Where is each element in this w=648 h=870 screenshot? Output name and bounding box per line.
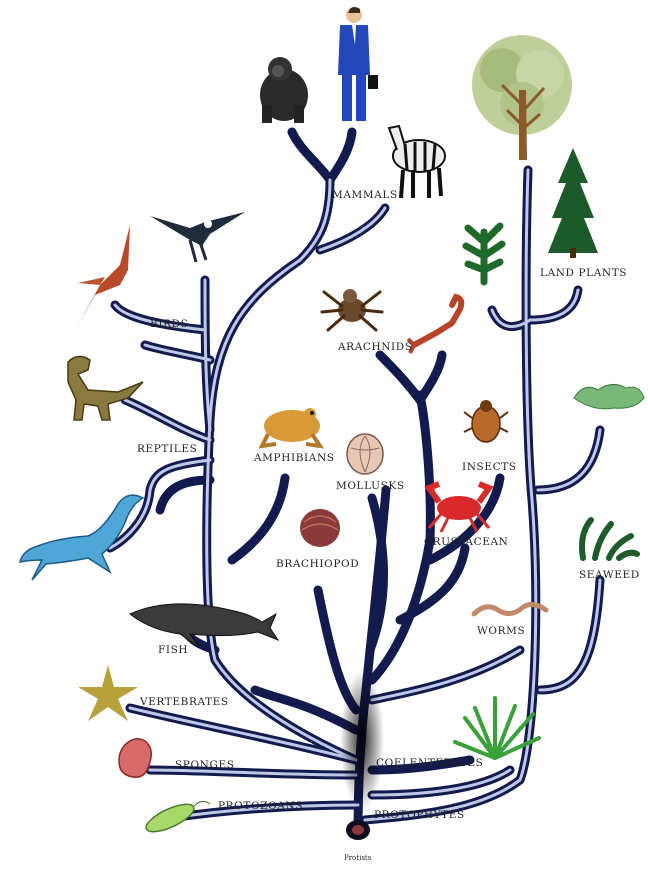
label-land-plants: LAND PLANTS — [540, 267, 627, 279]
dinosaur-icon — [68, 356, 143, 420]
beetle-icon — [464, 400, 508, 442]
label-seaweed: SEAWEED — [579, 569, 640, 581]
frog-icon — [262, 408, 320, 446]
label-protophytes: PROTOPHYTES — [374, 809, 465, 821]
eagle-icon — [150, 212, 245, 262]
label-mollusks: MOLLUSKS — [336, 480, 405, 492]
label-vertebrates: VERTEBRATES — [139, 696, 229, 708]
label-amphibians: AMPHIBIANS — [253, 452, 335, 464]
label-crustacean: CRUSTACEAN — [424, 536, 508, 548]
label-worms: WORMS — [477, 625, 525, 637]
label-coelenterates: COELENTERATES — [376, 757, 483, 769]
sponge-icon — [119, 739, 151, 778]
label-reptiles: REPTILES — [137, 443, 197, 455]
gorilla-icon — [260, 57, 308, 123]
label-protozoans: PROTOZOANS — [218, 800, 303, 812]
label-insects: INSECTS — [462, 461, 517, 473]
moss-icon — [574, 384, 644, 408]
zebra-icon — [389, 126, 445, 198]
spider-icon — [322, 289, 382, 330]
starfish-icon — [78, 665, 138, 721]
scorpion-icon — [408, 297, 461, 353]
brachiopod-icon — [300, 509, 340, 547]
label-fish: FISH — [158, 644, 188, 656]
taxon-labels: MAMMALS BIRDS REPTILES AMPHIBIANS FISH V… — [137, 189, 640, 862]
man-in-suit-icon — [338, 7, 378, 121]
label-protists: Protists — [344, 854, 372, 862]
seaweed-icon — [582, 520, 637, 558]
label-arachnids: ARACHNIDS — [337, 341, 413, 353]
label-brachiopod: BRACHIOPOD — [276, 558, 359, 570]
fern-icon — [466, 226, 502, 282]
pine-tree-icon — [548, 148, 598, 258]
shell-icon — [347, 434, 383, 474]
label-birds: BIRDS — [150, 318, 188, 330]
label-mammals: MAMMALS — [332, 189, 398, 201]
label-sponges: SPONGES — [175, 759, 235, 771]
tree-icon — [472, 35, 572, 160]
